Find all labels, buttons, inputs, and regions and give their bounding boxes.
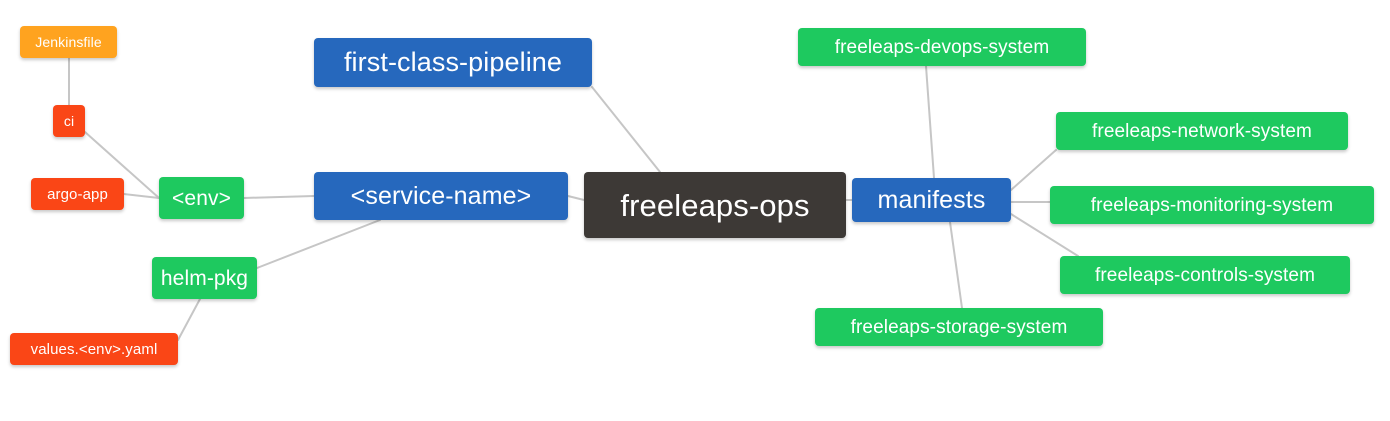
node-monitoring-system[interactable]: freeleaps-monitoring-system (1050, 186, 1374, 224)
node-label: freeleaps-controls-system (1094, 264, 1316, 286)
edge-first-class-pipeline-to-freeleaps-ops (591, 86, 661, 173)
node-label: <service-name> (350, 181, 532, 210)
node-label: Jenkinsfile (35, 34, 102, 50)
node-label: freeleaps-devops-system (834, 36, 1050, 58)
node-label: argo-app (47, 185, 108, 203)
node-label: manifests (877, 185, 986, 214)
node-label: first-class-pipeline (343, 47, 563, 77)
node-ci[interactable]: ci (53, 105, 85, 137)
node-label: ci (63, 113, 75, 129)
edge-ci-to-env (84, 131, 160, 199)
edge-manifests-to-network-system (1010, 149, 1057, 191)
edge-helm-pkg-to-service-name (256, 219, 381, 269)
node-argo-app[interactable]: argo-app (31, 178, 124, 210)
node-label: <env> (172, 186, 231, 210)
node-devops-system[interactable]: freeleaps-devops-system (798, 28, 1086, 66)
node-values-yaml[interactable]: values.<env>.yaml (10, 333, 178, 365)
node-jenkinsfile[interactable]: Jenkinsfile (20, 26, 117, 58)
node-label: freeleaps-monitoring-system (1090, 194, 1334, 216)
node-label: freeleaps-storage-system (850, 316, 1068, 338)
node-label: freeleaps-network-system (1092, 120, 1312, 142)
node-storage-system[interactable]: freeleaps-storage-system (815, 308, 1103, 346)
node-label: values.<env>.yaml (30, 340, 158, 358)
node-helm-pkg[interactable]: helm-pkg (152, 257, 257, 299)
edge-argo-app-to-env (123, 193, 160, 199)
node-network-system[interactable]: freeleaps-network-system (1056, 112, 1348, 150)
node-service-name[interactable]: <service-name> (314, 172, 568, 220)
node-first-class-pipeline[interactable]: first-class-pipeline (314, 38, 592, 87)
node-label: helm-pkg (160, 266, 249, 290)
node-manifests[interactable]: manifests (852, 178, 1011, 222)
node-label: freeleaps-ops (620, 187, 810, 223)
edge-service-name-to-freeleaps-ops (567, 195, 585, 201)
edge-manifests-to-devops-system (925, 65, 935, 179)
edge-env-to-service-name (243, 195, 315, 199)
edge-values-yaml-to-helm-pkg (177, 298, 201, 341)
node-env[interactable]: <env> (159, 177, 244, 219)
node-freeleaps-ops[interactable]: freeleaps-ops (584, 172, 846, 238)
edge-manifests-to-controls-system (1010, 213, 1079, 257)
edge-manifests-to-storage-system (949, 221, 963, 309)
node-controls-system[interactable]: freeleaps-controls-system (1060, 256, 1350, 294)
